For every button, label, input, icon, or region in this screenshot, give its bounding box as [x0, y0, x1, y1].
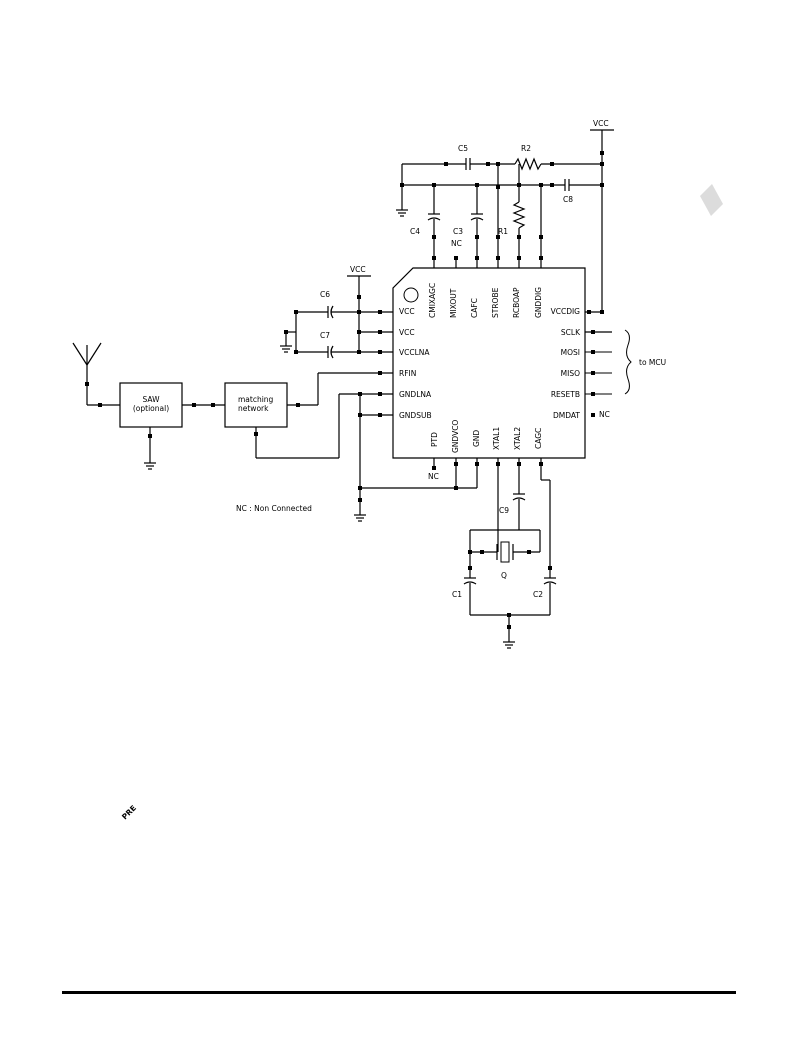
nc-ptd-label: NC — [428, 472, 439, 481]
bottom-pin-labels: PTD GNDVCO GND XTAL1 XTAL2 CAGC — [430, 420, 543, 453]
c2-label: C2 — [533, 590, 543, 599]
pin-gnd: GND — [472, 430, 481, 447]
pin-xtal2: XTAL2 — [513, 427, 522, 450]
pin-ptd: PTD — [430, 432, 439, 447]
right-pin-labels: VCCDIG SCLK MOSI MISO RESETB DMDAT — [551, 307, 581, 420]
pin-miso: MISO — [561, 369, 580, 378]
pin-vccdig: VCCDIG — [551, 307, 581, 316]
pin-strobe: STROBE — [491, 287, 500, 318]
pin1-marker — [403, 287, 419, 303]
pin-cagc: CAGC — [534, 428, 543, 449]
mcu-brace — [624, 329, 632, 395]
pin-gndvco: GNDVCO — [451, 420, 460, 453]
r1-label: R1 — [498, 227, 508, 236]
q-label: Q — [501, 571, 507, 580]
pin-gnddig: GNDDIG — [534, 287, 543, 318]
mcu-interface: NC to MCU — [585, 329, 666, 419]
c1-label: C1 — [452, 590, 462, 599]
nc-dmdat-label: NC — [599, 410, 610, 419]
c5-label: C5 — [458, 144, 468, 153]
bottom-network: NC C9 Q — [428, 458, 557, 649]
c3-label: C3 — [453, 227, 463, 236]
saw-label-2: (optional) — [133, 404, 169, 413]
pin-dmdat: DMDAT — [553, 411, 580, 420]
chip-body — [392, 267, 586, 459]
pin-vcc-1: VCC — [399, 307, 415, 316]
pin-gndsub: GNDSUB — [399, 411, 432, 420]
c9-label: C9 — [499, 506, 509, 515]
pin-vcclna: VCCLNA — [399, 348, 430, 357]
vcc-top-label: VCC — [593, 119, 609, 128]
vcc-left-label: VCC — [350, 265, 366, 274]
c3-nc-label: NC — [451, 239, 462, 248]
saw-label-1: SAW — [142, 395, 160, 404]
c6-label: C6 — [320, 290, 330, 299]
top-pin-labels: CMIXAGC MIXOUT CAFC STROBE RCBOAP GNDDIG — [428, 283, 543, 318]
pin-xtal1: XTAL1 — [492, 427, 501, 450]
left-pin-labels: VCC VCC VCCLNA RFIN GNDLNA GNDSUB — [399, 307, 432, 420]
r2-label: R2 — [521, 144, 531, 153]
watermark: PRE — [120, 803, 138, 821]
pin-mosi: MOSI — [561, 348, 580, 357]
c4-label: C4 — [410, 227, 420, 236]
matching-label-2: network — [238, 404, 269, 413]
c8-label: C8 — [563, 195, 573, 204]
matching-label-1: matching — [238, 395, 274, 404]
nc-legend: NC : Non Connected — [236, 504, 312, 513]
pin-rcboap: RCBOAP — [512, 287, 521, 318]
top-network: VCC C5 R2 C8 C4 NC — [396, 119, 614, 314]
pin-gndlna: GNDLNA — [399, 390, 432, 399]
to-mcu-label: to MCU — [639, 358, 666, 367]
left-supply-network: VCC C6 C7 — [280, 265, 393, 359]
footer-rule — [62, 991, 736, 994]
pin-rfin: RFIN — [399, 369, 416, 378]
pin-resetb: RESETB — [551, 390, 580, 399]
pin-mixout: MIXOUT — [449, 288, 458, 318]
pin-cafc: CAFC — [470, 298, 479, 318]
pin-vcc-2: VCC — [399, 328, 415, 337]
pin-cmixagc: CMIXAGC — [428, 283, 437, 318]
pin-sclk: SCLK — [561, 328, 581, 337]
c7-label: C7 — [320, 331, 330, 340]
watermark-fragment — [700, 184, 723, 216]
rf-chain: SAW (optional) matching network — [72, 342, 477, 522]
